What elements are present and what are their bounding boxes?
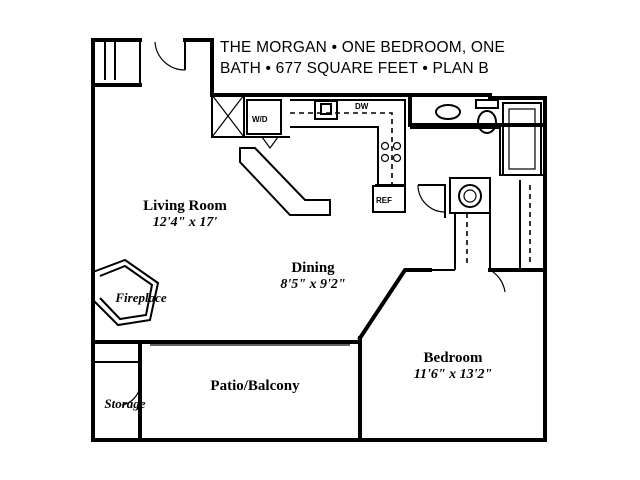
dining-label: Dining 8'5" x 9'2" [258, 260, 368, 293]
bathroom [408, 93, 545, 218]
stove-icon [380, 141, 402, 163]
kitchen: DW REF [239, 99, 406, 216]
fireplace-name: Fireplace [115, 290, 167, 305]
sink-icon [435, 104, 461, 120]
entry-closet [91, 40, 142, 87]
living-room-label: Living Room 12'4" x 17' [130, 198, 240, 231]
dishwasher-label: DW [355, 102, 369, 111]
living-room-name: Living Room [143, 198, 227, 214]
title-line-2: BATH • 677 SQUARE FEET • PLAN B [220, 60, 489, 77]
title-line-1: THE MORGAN • ONE BEDROOM, ONE [220, 39, 506, 56]
bedroom-label: Bedroom 11'6" x 13'2" [398, 350, 508, 383]
fireplace-label: Fireplace [106, 290, 176, 306]
dining-dims: 8'5" x 9'2" [280, 277, 346, 292]
entry-door[interactable] [154, 40, 186, 71]
storage-label: Storage [92, 396, 158, 412]
wd-label: W/D [252, 115, 268, 124]
toilet-icon [477, 110, 497, 134]
dining-name: Dining [291, 260, 335, 276]
laundry-closet: W/D [211, 94, 290, 150]
bedroom-dims: 11'6" x 13'2" [413, 367, 493, 382]
living-room-dims: 12'4" x 17' [152, 215, 218, 230]
bedroom-closet [454, 180, 531, 270]
plan-title: THE MORGAN • ONE BEDROOM, ONE BATH • 677… [220, 37, 530, 79]
refrigerator-label: REF [376, 196, 392, 205]
storage-name: Storage [104, 396, 146, 411]
storage [93, 361, 141, 440]
patio-label: Patio/Balcony [195, 378, 315, 395]
bedroom-door[interactable] [430, 269, 506, 293]
patio-name: Patio/Balcony [210, 378, 300, 394]
fireplace-icon [92, 258, 160, 327]
bedroom-name: Bedroom [423, 350, 483, 366]
